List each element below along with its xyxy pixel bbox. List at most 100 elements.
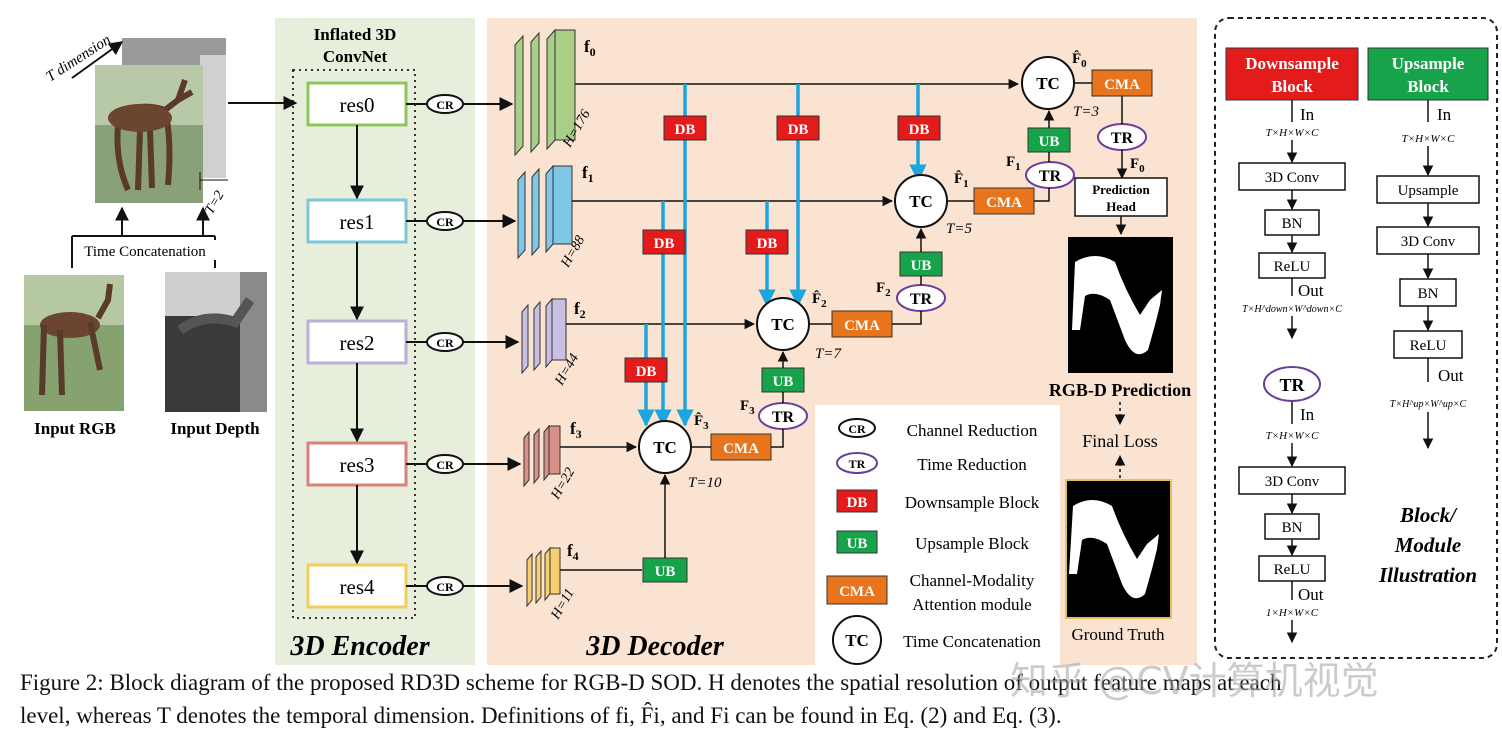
- svg-text:Downsample: Downsample: [1245, 54, 1339, 73]
- decoder-label: 3D Decoder: [585, 631, 725, 662]
- cr-1: CR: [406, 211, 517, 231]
- db-block-1: DB: [663, 115, 707, 141]
- svg-text:CR: CR: [436, 580, 454, 594]
- illus-tr-shape-out: 1×H×W×C: [1266, 607, 1319, 619]
- t-label-1: T=5: [946, 221, 972, 237]
- svg-text:UB: UB: [1039, 134, 1060, 150]
- svg-text:TC: TC: [653, 438, 677, 457]
- illus-up-in: In: [1437, 105, 1452, 124]
- ub-block-2: UB: [761, 367, 805, 393]
- input-rgb-label: Input RGB: [34, 419, 116, 438]
- tr-node-0: TR: [1097, 123, 1147, 151]
- rd3d-block-diagram: Inflated 3D ConvNet 3D Encoder 3D Decode…: [24, 17, 1498, 665]
- res-block-3: res3: [306, 441, 408, 487]
- ub-block-0: UB: [1027, 127, 1071, 153]
- svg-text:res2: res2: [340, 331, 375, 355]
- cma-block-2: CMA: [831, 310, 893, 338]
- svg-text:ReLU: ReLU: [1274, 562, 1311, 578]
- svg-text:BN: BN: [1418, 286, 1439, 302]
- svg-text:DB: DB: [636, 364, 657, 380]
- feature-f1: [517, 164, 573, 260]
- illus-down-in: In: [1300, 105, 1315, 124]
- res-block-0: res0: [306, 81, 408, 127]
- svg-text:Time Reduction: Time Reduction: [917, 455, 1027, 474]
- svg-text:DB: DB: [675, 122, 696, 138]
- svg-text:CMA: CMA: [839, 584, 875, 600]
- svg-text:CR: CR: [848, 422, 866, 436]
- svg-text:3D Conv: 3D Conv: [1265, 474, 1320, 490]
- svg-text:ReLU: ReLU: [1274, 259, 1311, 275]
- tc-node-0: TC: [1021, 56, 1075, 110]
- db-block-2: DB: [776, 115, 820, 141]
- svg-text:TC: TC: [909, 192, 933, 211]
- feature-f4-label: f4: [567, 541, 579, 563]
- illus-tr-shape-in: T×H×W×C: [1266, 430, 1319, 442]
- rgbd-prediction-label: RGB-D Prediction: [1049, 380, 1191, 400]
- svg-text:Prediction: Prediction: [1092, 182, 1150, 197]
- db-block-4: DB: [642, 229, 686, 255]
- svg-text:Channel-Modality: Channel-Modality: [910, 571, 1035, 590]
- t-label-3: T=10: [688, 475, 722, 491]
- final-loss-label: Final Loss: [1082, 431, 1158, 451]
- feature-f3: [523, 424, 561, 488]
- tc-node-3: TC: [638, 420, 692, 474]
- cma-block-0: CMA: [1091, 69, 1153, 97]
- t-value-label: T=2: [202, 189, 227, 217]
- illus-tr-in: In: [1300, 405, 1315, 424]
- svg-text:TR: TR: [772, 409, 795, 426]
- illus-up-conv: [1376, 226, 1480, 255]
- svg-text:UB: UB: [847, 536, 868, 552]
- illus-up-relu: [1393, 330, 1463, 359]
- ground-truth-mask: [1065, 479, 1172, 619]
- res-block-4: res4: [306, 563, 408, 609]
- illus-up-shape-in: T×H×W×C: [1402, 133, 1455, 145]
- svg-text:UB: UB: [911, 258, 932, 274]
- cr-0: CR: [406, 94, 514, 114]
- feature-f2-label: f2: [574, 299, 586, 321]
- rgbd-prediction-mask: [1068, 237, 1173, 373]
- illus-down-out: Out: [1298, 281, 1324, 300]
- input-stack: [95, 38, 226, 203]
- svg-text:CR: CR: [436, 215, 454, 229]
- svg-text:TC: TC: [1036, 74, 1060, 93]
- illus-upsample-title: Upsample Block: [1367, 47, 1489, 101]
- tc-node-2: TC: [756, 297, 810, 351]
- svg-text:Upsample Block: Upsample Block: [915, 534, 1029, 553]
- ground-truth-label: Ground Truth: [1071, 625, 1165, 644]
- ub-block-1: UB: [899, 251, 943, 277]
- illus-down-shape-in: T×H×W×C: [1266, 127, 1319, 139]
- svg-text:Block: Block: [1407, 77, 1449, 96]
- svg-text:Attention module: Attention module: [912, 595, 1031, 614]
- svg-text:UB: UB: [773, 374, 794, 390]
- legend-ub: UB Upsample Block: [836, 530, 1029, 554]
- svg-text:res3: res3: [340, 453, 375, 477]
- cma-block-1: CMA: [973, 187, 1035, 215]
- res-block-2: res2: [306, 319, 408, 365]
- illus-caption-line1: Block/: [1399, 503, 1458, 527]
- encoder-title-line1: Inflated 3D: [314, 25, 397, 44]
- svg-text:res0: res0: [340, 93, 375, 117]
- svg-text:Time Concatenation: Time Concatenation: [903, 632, 1041, 651]
- svg-text:CMA: CMA: [1104, 77, 1140, 93]
- cr-3: CR: [406, 454, 522, 474]
- illus-up-out: Out: [1438, 366, 1464, 385]
- illustration-panel: [1214, 17, 1498, 659]
- caption-line-2: level, whereas T denotes the temporal di…: [20, 703, 1062, 728]
- cr-4: CR: [406, 576, 524, 596]
- input-rgb-image: [24, 275, 124, 411]
- svg-text:TR: TR: [1279, 375, 1305, 395]
- svg-text:ReLU: ReLU: [1410, 338, 1447, 354]
- illus-down-bn: [1264, 209, 1320, 236]
- t-label-2: T=7: [815, 346, 842, 362]
- tr-node-1: TR: [1025, 161, 1075, 189]
- svg-text:CMA: CMA: [986, 195, 1022, 211]
- svg-text:Block: Block: [1271, 77, 1313, 96]
- db-block-3: DB: [897, 115, 941, 141]
- db-block-5: DB: [745, 229, 789, 255]
- tc-node-1: TC: [894, 174, 948, 228]
- svg-text:TR: TR: [1039, 168, 1062, 185]
